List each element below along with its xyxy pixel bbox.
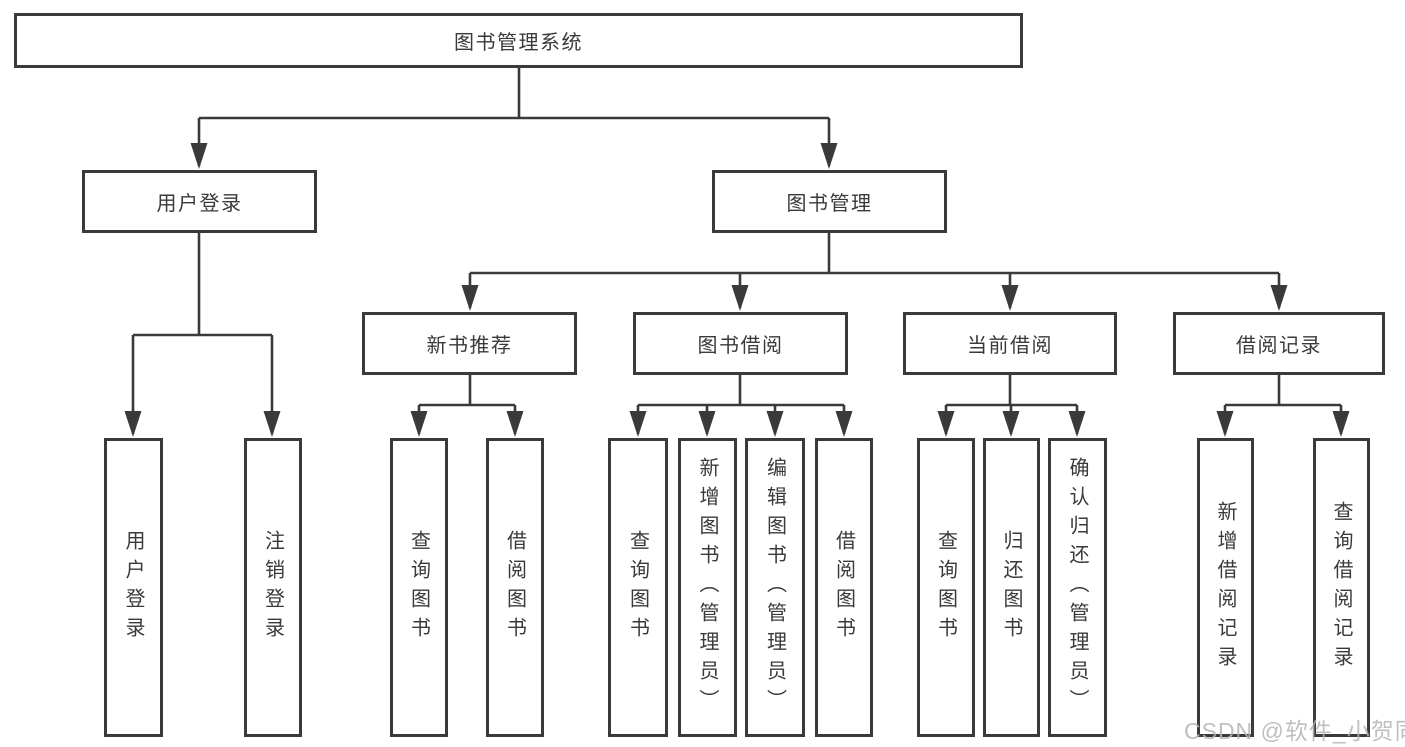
node-label: 借阅记录 (1236, 335, 1322, 357)
node-label: 归还图书 (1000, 529, 1022, 646)
node-label: 图书管理系统 (454, 32, 583, 54)
leaf-borrow-book-1: 借阅图书 (486, 438, 544, 737)
leaf-logout: 注销登录 (244, 438, 302, 737)
node-label: 注销登录 (261, 529, 284, 646)
leaf-query-book-3: 查询图书 (917, 438, 975, 737)
node-label: 编辑图书（管理员） (763, 457, 786, 718)
node-book-borrow: 图书借阅 (633, 312, 848, 375)
leaf-user-login: 用户登录 (104, 438, 163, 737)
node-label: 查询借阅记录 (1330, 500, 1352, 675)
node-label: 图书借阅 (697, 335, 784, 357)
node-library-management-system: 图书管理系统 (14, 13, 1023, 68)
leaf-query-book-2: 查询图书 (608, 438, 668, 737)
node-label: 查询图书 (934, 529, 957, 646)
leaf-query-book-1: 查询图书 (390, 438, 448, 737)
node-label: 借阅图书 (832, 529, 855, 646)
node-label: 借阅图书 (503, 529, 526, 646)
leaf-confirm-return-admin: 确认归还（管理员） (1048, 438, 1107, 737)
leaf-add-borrow-record: 新增借阅记录 (1197, 438, 1254, 737)
node-label: 用户登录 (156, 193, 243, 215)
node-current-borrow: 当前借阅 (903, 312, 1117, 375)
node-label: 查询图书 (626, 529, 649, 646)
node-label: 新书推荐 (426, 335, 513, 357)
node-label: 确认归还（管理员） (1066, 457, 1088, 718)
arrowheads (124, 143, 1350, 437)
node-label: 用户登录 (122, 529, 144, 646)
node-book-management: 图书管理 (712, 170, 947, 233)
csdn-watermark: CSDN @软件_小贺同学 (1184, 718, 1405, 744)
node-label: 查询图书 (407, 529, 430, 646)
node-user-login: 用户登录 (82, 170, 317, 233)
leaf-add-book-admin: 新增图书（管理员） (678, 438, 737, 737)
leaf-borrow-book-2: 借阅图书 (815, 438, 873, 737)
node-label: 新增图书（管理员） (696, 457, 718, 718)
node-label: 当前借阅 (967, 335, 1053, 357)
node-new-book-recommend: 新书推荐 (362, 312, 577, 375)
node-borrow-record: 借阅记录 (1173, 312, 1385, 375)
leaf-query-borrow-record: 查询借阅记录 (1313, 438, 1370, 737)
leaf-edit-book-admin: 编辑图书（管理员） (745, 438, 805, 737)
node-label: 图书管理 (786, 193, 873, 215)
leaf-return-book: 归还图书 (983, 438, 1040, 737)
node-label: 新增借阅记录 (1214, 500, 1236, 675)
